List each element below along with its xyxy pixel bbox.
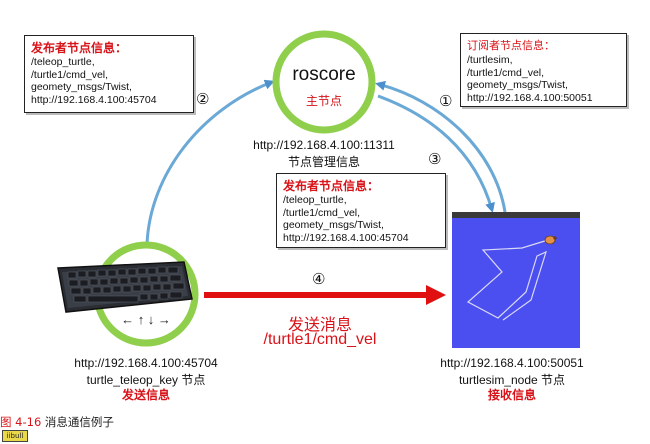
step-four: ④ (312, 270, 326, 288)
note-title: 发布者节点信息： (31, 41, 128, 55)
keyboard-arrows: ← ↑ ↓ → (121, 312, 171, 327)
note-title: 订阅者节点信息： (467, 40, 555, 52)
message-topic: /turtle1/cmd_vel (263, 331, 377, 348)
step-one: ① (439, 92, 453, 110)
step-three: ③ (428, 150, 442, 168)
roscore-label: roscore (292, 64, 356, 85)
note-line: geomety_msgs/Twist, (467, 79, 568, 91)
note-publisher-info-top: 发布者节点信息： /teleop_turtle, /turtle1/cmd_ve… (24, 35, 194, 113)
arrow-publish-register (145, 79, 275, 245)
figure-number: 图 4-16 (0, 415, 42, 429)
turtlesim-window (452, 212, 580, 348)
keyboard-node-name: turtle_teleop_key 节点 (86, 373, 206, 387)
turtlesim-node-url: http://192.168.4.100:50051 (440, 356, 584, 370)
message-label: 发送消息 (287, 317, 352, 334)
note-line: http://192.168.4.100:45704 (31, 93, 157, 106)
turtle-path (466, 239, 549, 321)
note-line: /teleop_turtle, (283, 194, 347, 206)
roscore-sublabel: 主节点 (305, 94, 342, 108)
arrow-publisher-info (377, 94, 495, 213)
note-title: 发布者节点信息： (283, 179, 380, 193)
note-subscriber-info: 订阅者节点信息： /turtlesim, /turtle1/cmd_vel, g… (460, 33, 627, 107)
note-line: geomety_msgs/Twist, (283, 219, 384, 231)
roscore-node (272, 30, 376, 134)
roscore-desc: 节点管理信息 (287, 155, 360, 169)
note-line: /turtle1/cmd_vel, (283, 206, 361, 219)
watermark-badge: iibull (2, 430, 28, 442)
note-line: /teleop_turtle, (31, 56, 95, 68)
figure-caption-text: 消息通信例子 (41, 415, 114, 429)
keyboard-node-url: http://192.168.4.100:45704 (74, 356, 218, 370)
note-line: geomety_msgs/Twist, (31, 81, 132, 93)
figure-caption: 图 4-16 消息通信例子 (0, 414, 114, 430)
note-publisher-info-mid: 发布者节点信息： /teleop_turtle, /turtle1/cmd_ve… (276, 173, 446, 248)
turtlesim-node-action: 接收信息 (487, 388, 536, 402)
arrow-subscribe-register (375, 80, 507, 213)
note-line: /turtle1/cmd_vel, (467, 66, 545, 79)
keyboard-icon (57, 261, 193, 313)
turtle-icon (544, 235, 557, 245)
step-two: ② (196, 90, 210, 108)
note-line: /turtlesim, (467, 54, 513, 66)
keyboard-node-action: 发送信息 (121, 388, 170, 402)
roscore-url: http://192.168.4.100:11311 (253, 138, 395, 152)
note-line: /turtle1/cmd_vel, (31, 68, 109, 81)
turtlesim-node-name: turtlesim_node 节点 (458, 373, 566, 387)
note-line: http://192.168.4.100:45704 (283, 231, 409, 244)
note-line: http://192.168.4.100:50051 (467, 91, 593, 104)
